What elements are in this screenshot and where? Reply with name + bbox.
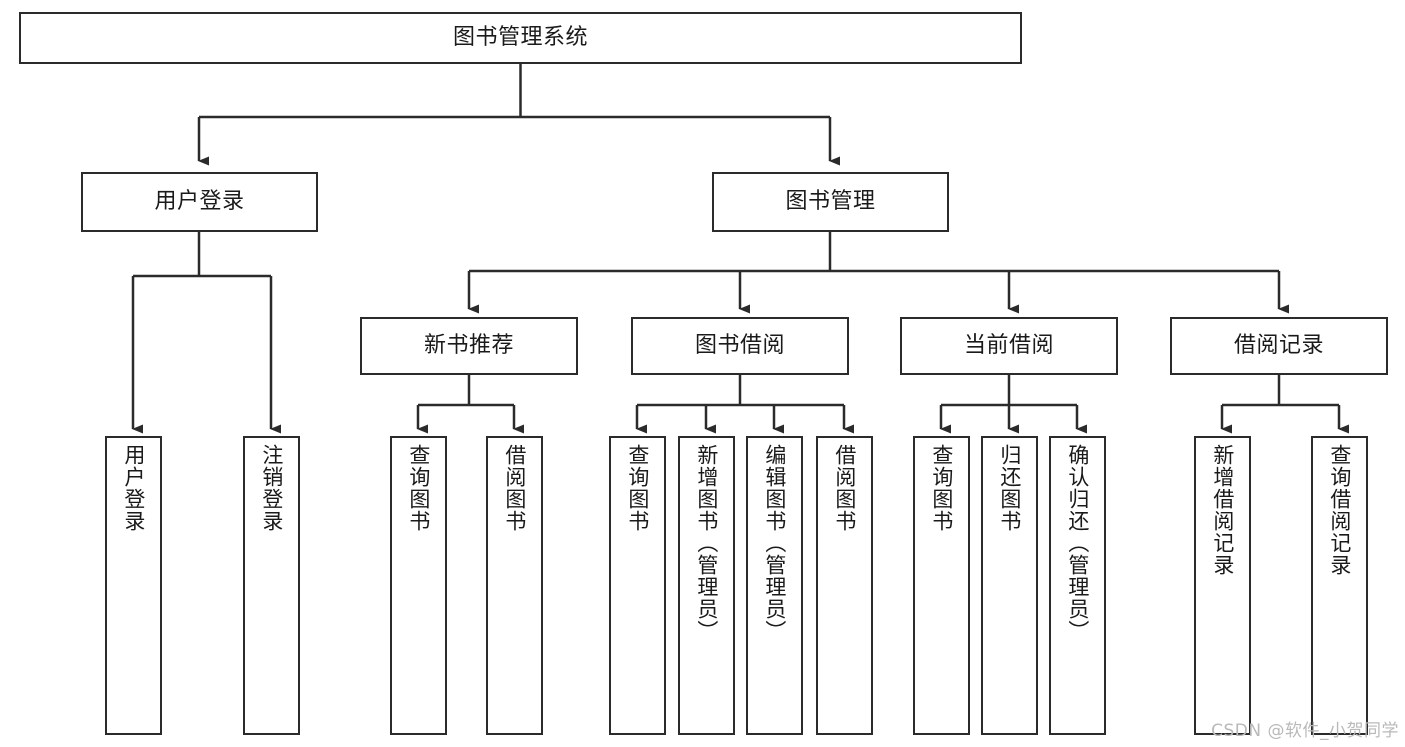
node-leaf-return-book[interactable]: 归还图书 <box>981 436 1038 735</box>
node-leaf-edit-book-label: 编辑图书（管理员） <box>762 444 787 642</box>
node-borrow-record[interactable]: 借阅记录 <box>1170 317 1388 375</box>
node-leaf-query-record[interactable]: 查询借阅记录 <box>1311 436 1368 735</box>
node-book-borrow[interactable]: 图书借阅 <box>631 317 849 375</box>
node-leaf-user-login[interactable]: 用户登录 <box>105 436 162 735</box>
node-leaf-edit-book[interactable]: 编辑图书（管理员） <box>746 436 803 735</box>
node-leaf-query-book-1-label: 查询图书 <box>406 444 431 532</box>
node-root-label: 图书管理系统 <box>452 24 588 50</box>
node-leaf-return-book-label: 归还图书 <box>997 444 1022 532</box>
node-book-borrow-label: 图书借阅 <box>694 332 785 358</box>
node-leaf-query-book-3-label: 查询图书 <box>929 444 954 532</box>
node-new-book-recommend-label: 新书推荐 <box>423 332 514 358</box>
node-user-login[interactable]: 用户登录 <box>81 172 318 232</box>
node-leaf-borrow-book-2[interactable]: 借阅图书 <box>816 436 873 735</box>
node-root[interactable]: 图书管理系统 <box>19 12 1022 64</box>
node-leaf-add-book-label: 新增图书（管理员） <box>694 444 719 642</box>
node-leaf-query-record-label: 查询借阅记录 <box>1327 444 1352 576</box>
node-leaf-query-book-2[interactable]: 查询图书 <box>609 436 666 735</box>
node-book-manage-label: 图书管理 <box>785 188 876 214</box>
node-leaf-user-login-label: 用户登录 <box>121 444 146 532</box>
node-leaf-confirm-return-label: 确认归还（管理员） <box>1065 444 1090 642</box>
node-leaf-logout-login-label: 注销登录 <box>259 444 284 532</box>
node-book-manage[interactable]: 图书管理 <box>712 172 949 232</box>
node-leaf-confirm-return[interactable]: 确认归还（管理员） <box>1049 436 1106 735</box>
node-leaf-query-book-3[interactable]: 查询图书 <box>913 436 970 735</box>
node-new-book-recommend[interactable]: 新书推荐 <box>360 317 578 375</box>
node-leaf-borrow-book-2-label: 借阅图书 <box>832 444 857 532</box>
node-current-borrow-label: 当前借阅 <box>963 332 1054 358</box>
node-leaf-add-record-label: 新增借阅记录 <box>1210 444 1235 576</box>
node-current-borrow[interactable]: 当前借阅 <box>900 317 1118 375</box>
node-borrow-record-label: 借阅记录 <box>1233 332 1324 358</box>
node-leaf-query-book-1[interactable]: 查询图书 <box>390 436 447 735</box>
node-user-login-label: 用户登录 <box>154 188 245 214</box>
node-leaf-logout-login[interactable]: 注销登录 <box>243 436 300 735</box>
node-leaf-query-book-2-label: 查询图书 <box>625 444 650 532</box>
node-leaf-borrow-book-1[interactable]: 借阅图书 <box>486 436 543 735</box>
node-leaf-add-book[interactable]: 新增图书（管理员） <box>678 436 735 735</box>
node-leaf-add-record[interactable]: 新增借阅记录 <box>1194 436 1251 735</box>
node-leaf-borrow-book-1-label: 借阅图书 <box>502 444 527 532</box>
